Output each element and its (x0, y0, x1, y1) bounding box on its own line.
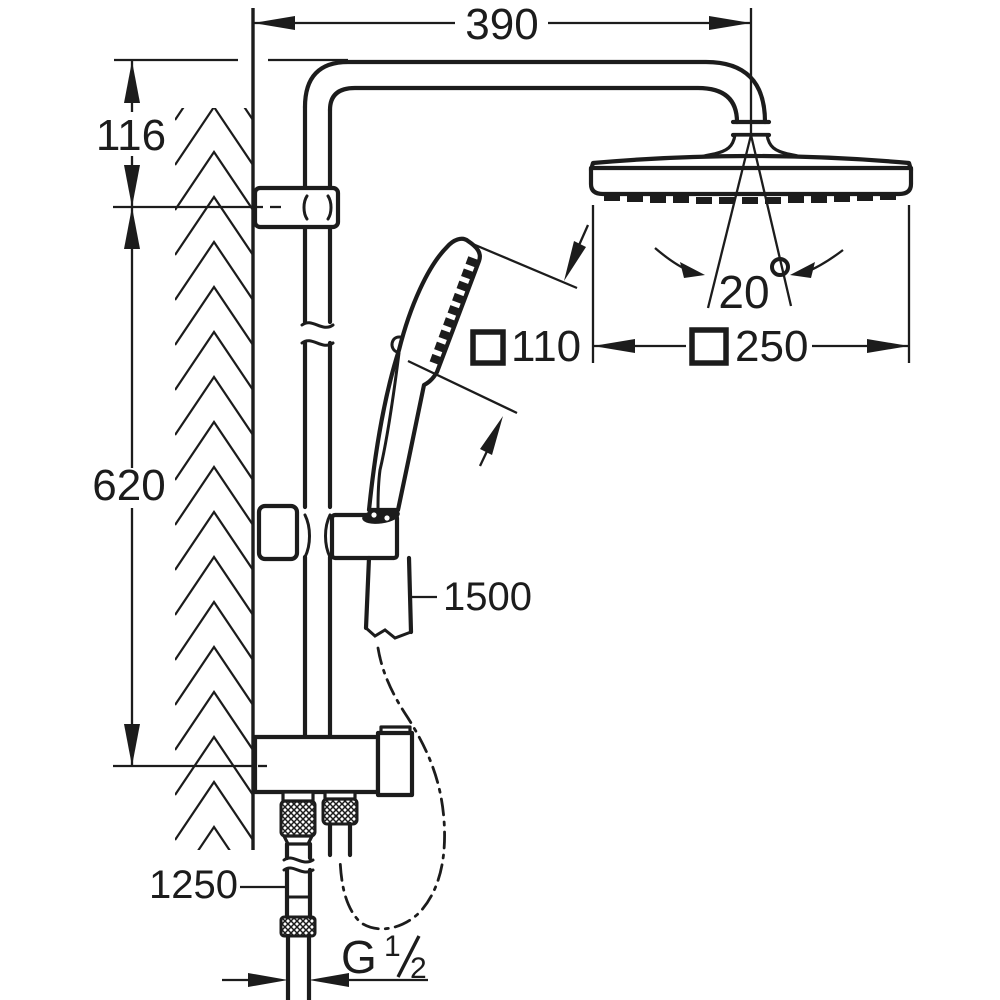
dimension-620: 620 (92, 207, 267, 768)
dimension-390: 390 (253, 0, 753, 135)
hand-shower-button (390, 335, 402, 354)
dim-1250-label: 1250 (149, 863, 238, 907)
supply-hose (279, 841, 317, 1000)
hand-shower-base (362, 508, 400, 524)
slider-holder (256, 503, 400, 562)
supply-hose-nut (279, 915, 317, 938)
hose-knurled-nut (321, 797, 359, 826)
dimension-116: 116 (96, 58, 348, 209)
dimension-angle-20: 20 (654, 134, 844, 318)
wall-bracket-upper (252, 185, 341, 230)
supply-knurled-nut (279, 799, 317, 838)
thread-denominator: 2 (410, 952, 427, 985)
hand-shower-crease (376, 351, 401, 510)
wall-hatch (175, 8, 255, 850)
dim-250-label: 250 (735, 322, 808, 371)
shower-hose (338, 555, 446, 931)
dimension-1500: 1500 (411, 575, 532, 619)
dimension-250: 250 (591, 205, 911, 371)
hose-break-icon (282, 856, 315, 864)
valve-side-connector (375, 730, 415, 798)
dim-angle-label: 20 (718, 266, 769, 318)
hand-shower-sprayface (429, 256, 478, 366)
diverter-valve (252, 725, 415, 858)
dimension-110: 110 (407, 224, 590, 467)
hand-shower-outline (366, 236, 482, 513)
dimension-thread-g12: G 1 2 (222, 930, 428, 987)
degree-symbol (770, 257, 790, 277)
slider-clamp (256, 503, 300, 562)
dim-110-label: 110 (511, 322, 581, 371)
dim-620-label: 620 (92, 461, 165, 510)
square-symbol-250 (689, 327, 729, 366)
hose-loop-dashed (338, 646, 446, 931)
head-shower-body (588, 165, 914, 197)
shower-arm (302, 59, 772, 138)
hand-shower (362, 236, 482, 524)
head-shower (588, 133, 914, 204)
thread-letter: G (341, 931, 377, 983)
dim-1500-label: 1500 (443, 575, 532, 619)
head-shower-nozzles (604, 193, 896, 204)
square-symbol-110 (470, 329, 506, 366)
rail-break-icon (300, 321, 335, 329)
dim-390-label: 390 (465, 0, 538, 49)
thread-numerator: 1 (384, 930, 401, 963)
dimension-1250: 1250 (149, 863, 287, 907)
dim-116-label: 116 (96, 111, 166, 160)
valve-body (252, 734, 381, 795)
